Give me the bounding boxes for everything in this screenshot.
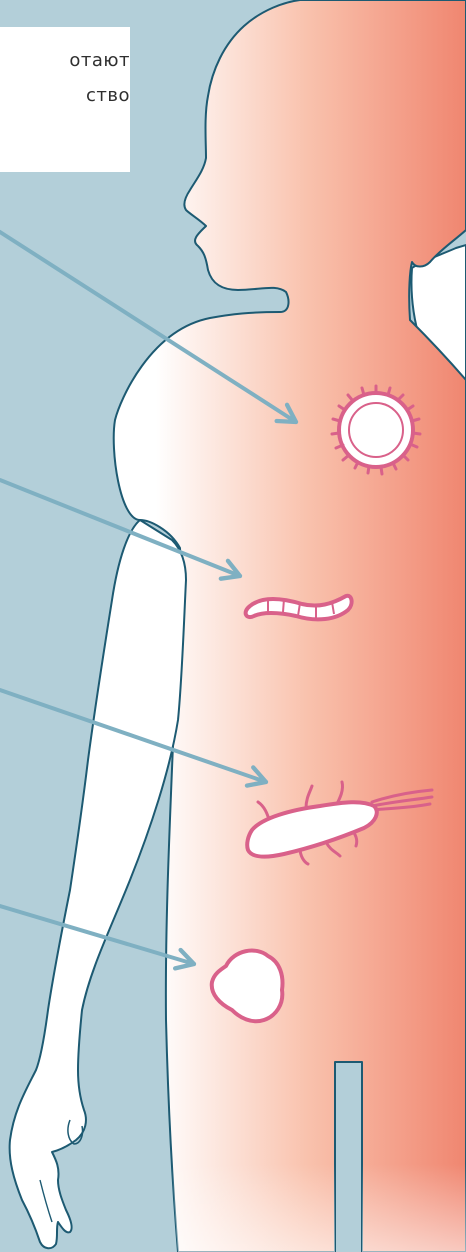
caption-line: ство [0, 85, 130, 107]
body-lower-fade [166, 900, 466, 1252]
caption-box: отают ство [0, 27, 130, 172]
caption-line: отают [0, 50, 130, 72]
arm-silhouette [10, 520, 186, 1248]
